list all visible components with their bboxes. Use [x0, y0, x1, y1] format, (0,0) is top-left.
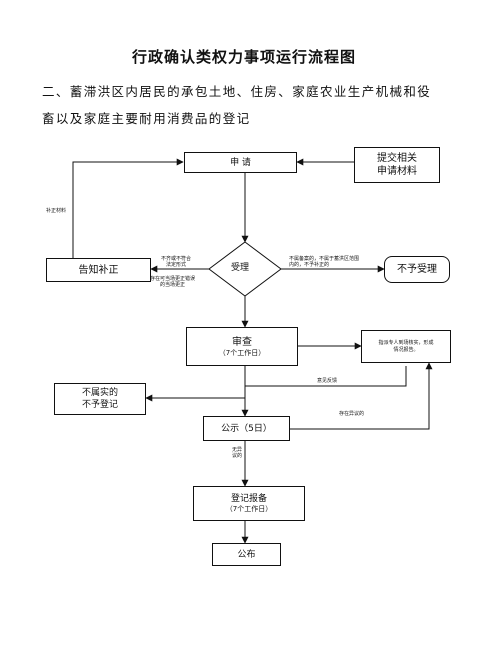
- publicity-label: 公示（5日）: [221, 423, 272, 434]
- label-not-scope-line-2: 内的，不予补正的: [289, 262, 330, 268]
- materials-line-1: 提交相关: [377, 153, 417, 164]
- arrow-appoint-feedback: [245, 366, 407, 387]
- label-correctable-line-2: 的当场更正: [160, 282, 186, 288]
- page-title: 行政确认类权力事项运行流程图: [131, 48, 356, 66]
- label-incomplete-line-1: 不齐或不符合: [161, 256, 192, 262]
- reject-label: 不予受理: [397, 264, 437, 275]
- register-box: 登记报备 （7个工作日）: [193, 486, 305, 521]
- review-label: 审查: [232, 336, 252, 348]
- accept-label: 受理: [231, 263, 250, 273]
- label-no-objection: 无异 议的: [232, 447, 242, 459]
- label-no-objection-line-2: 议的: [232, 453, 243, 459]
- notify-label: 告知补正: [78, 264, 119, 276]
- arrow-objection-to-appoint: [290, 362, 433, 430]
- label-not-scope: 不属备案的，不属于蓄洪区范围 内的，不予补正的: [289, 256, 359, 268]
- arrow-notify-to-apply: [72, 158, 184, 258]
- reject-box: 不予受理: [384, 256, 450, 283]
- not-true-line-2: 不予登记: [81, 400, 118, 410]
- review-box: 审查 （7个工作日）: [186, 327, 298, 366]
- not-true-box: 不属实的 不予登记: [54, 383, 146, 415]
- materials-line-2: 申请材料: [377, 166, 417, 177]
- notify-box: 告知补正: [46, 258, 151, 282]
- label-objection: 存在异议的: [339, 411, 365, 417]
- subtitle-line-2: 畜以及家庭主要耐用消费品的登记: [42, 111, 251, 126]
- publicity-box: 公示（5日）: [203, 416, 290, 441]
- label-no-objection-line-1: 无异: [232, 447, 243, 453]
- not-true-line-1: 不属实的: [81, 388, 118, 398]
- appoint-line-1: 指派专人到场核实，形成: [378, 339, 434, 346]
- subtitle-line-1: 二、蓄滞洪区内居民的承包土地、住房、家庭农业生产机械和役: [42, 84, 432, 99]
- label-supplement: 补正材料: [46, 208, 67, 214]
- appoint-line-2: 情况报告。: [393, 346, 419, 353]
- label-incomplete-line-2: 法定形式: [166, 262, 187, 268]
- label-opinion: 意见反馈: [317, 378, 338, 384]
- register-label: 登记报备: [230, 494, 267, 504]
- materials-box: 提交相关 申请材料: [354, 147, 440, 183]
- appoint-box: 指派专人到场核实，形成 情况报告。: [361, 330, 451, 363]
- arrow-review-to-not-true: [145, 366, 246, 402]
- publish-label: 公布: [237, 549, 256, 560]
- accept-diamond: [208, 241, 282, 297]
- apply-box: 申 请: [184, 152, 297, 173]
- label-correctable: 存在可当场更正错误 的当场更正: [150, 276, 195, 288]
- label-correctable-line-1: 存在可当场更正错误: [150, 276, 196, 282]
- label-incomplete: 不齐或不符合 法定形式: [161, 256, 191, 268]
- apply-label: 申 请: [230, 157, 251, 168]
- review-days: （7个工作日）: [218, 348, 266, 357]
- page-subtitle: 二、蓄滞洪区内居民的承包土地、住房、家庭农业生产机械和役 畜以及家庭主要耐用消费…: [42, 78, 452, 132]
- register-days: （7个工作日）: [225, 505, 273, 513]
- label-not-scope-line-1: 不属备案的，不属于蓄洪区范围: [289, 256, 360, 262]
- publish-box: 公布: [212, 543, 281, 566]
